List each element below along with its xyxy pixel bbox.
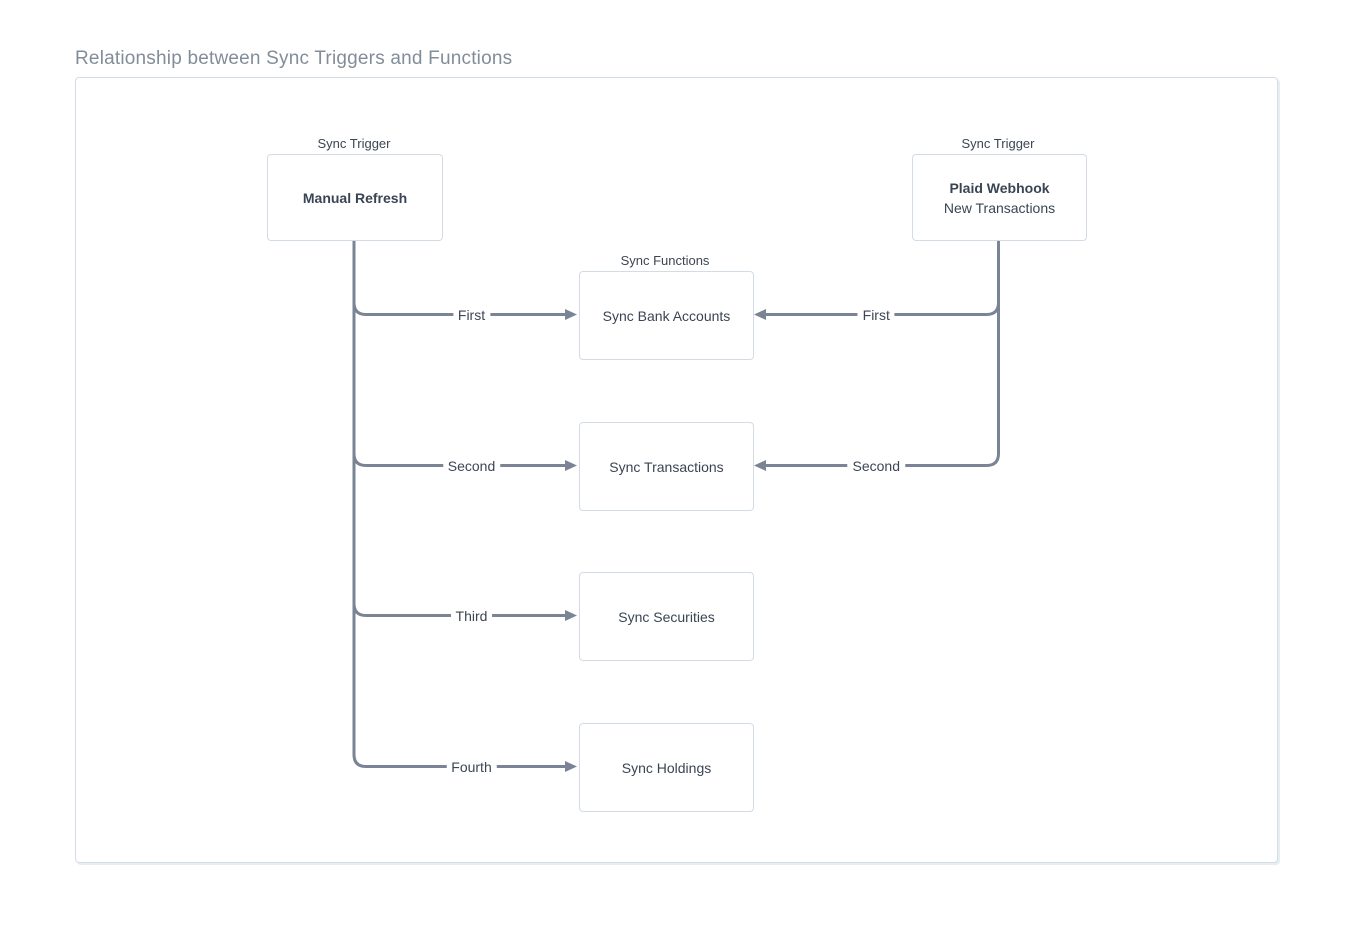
node-sync-holdings-label: Sync Holdings	[621, 759, 712, 776]
connector-label-manual-refresh-sync-securities: Third	[450, 607, 493, 624]
node-sync-securities-label: Sync Securities	[618, 608, 715, 625]
connector-label-manual-refresh-sync-transactions: Second	[442, 457, 501, 474]
node-sync-securities: Sync Securities	[579, 572, 754, 661]
node-plaid-webhook: Plaid Webhook New Transactions	[912, 154, 1087, 241]
column-label-sync-trigger-right: Sync Trigger	[961, 136, 1035, 151]
connector-label-manual-refresh-sync-bank-accounts: First	[452, 306, 491, 323]
node-manual-refresh: Manual Refresh	[267, 154, 443, 241]
node-sync-bank-accounts: Sync Bank Accounts	[579, 271, 754, 360]
column-label-sync-trigger-left: Sync Trigger	[317, 136, 391, 151]
node-plaid-webhook-title: Plaid Webhook	[949, 179, 1050, 196]
node-sync-transactions-label: Sync Transactions	[609, 458, 724, 475]
node-plaid-webhook-subtitle: New Transactions	[943, 199, 1056, 216]
diagram-title: Relationship between Sync Triggers and F…	[75, 48, 513, 69]
connector-label-plaid-webhook-sync-bank-accounts: First	[857, 306, 895, 323]
connector-label-manual-refresh-sync-holdings: Fourth	[446, 758, 497, 775]
node-sync-bank-accounts-label: Sync Bank Accounts	[602, 307, 731, 324]
node-sync-holdings: Sync Holdings	[579, 723, 754, 812]
node-manual-refresh-title: Manual Refresh	[302, 189, 408, 206]
column-label-sync-functions: Sync Functions	[620, 253, 710, 268]
node-sync-transactions: Sync Transactions	[579, 422, 754, 511]
connector-label-plaid-webhook-sync-transactions: Second	[847, 457, 905, 474]
